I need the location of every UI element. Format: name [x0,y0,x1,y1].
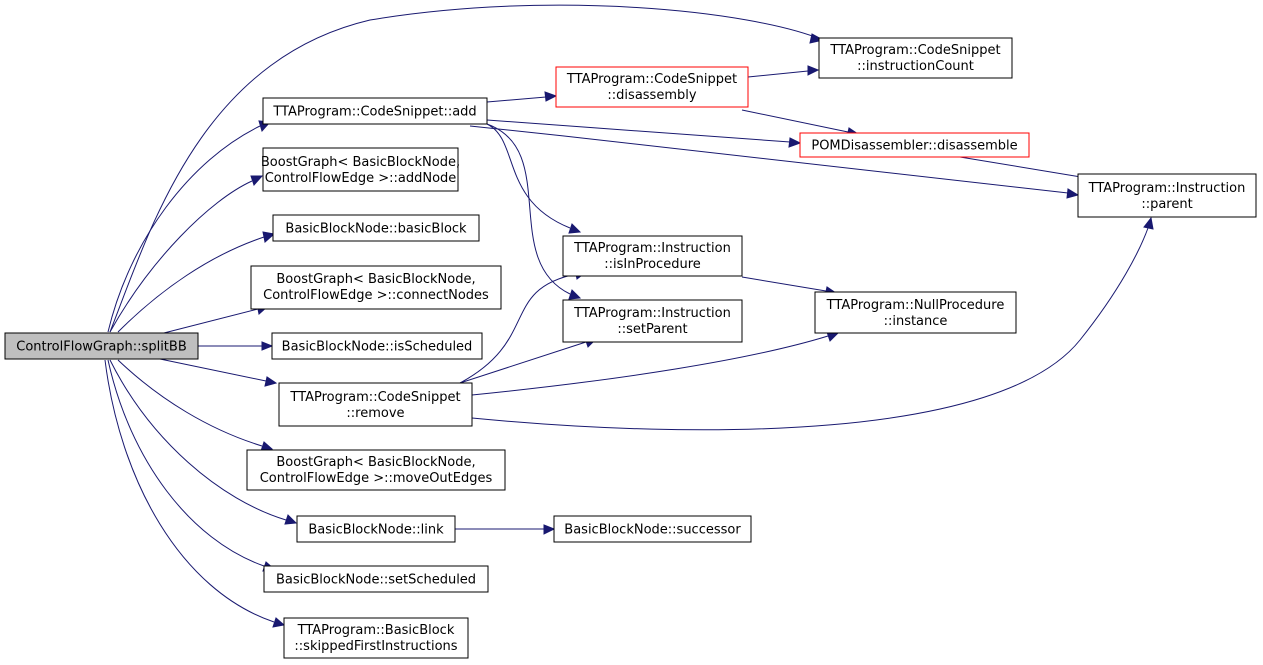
svg-text:TTAProgram::CodeSnippet::add: TTAProgram::CodeSnippet::add [272,105,476,120]
edge-splitbb-isscheduled [198,341,274,351]
svg-text:TTAProgram::BasicBlock::skippe: TTAProgram::BasicBlock::skippedFirstInst… [294,623,457,654]
node-isinprocedure[interactable]: TTAProgram::Instruction::isInProcedure [562,235,743,277]
node-instance[interactable]: TTAProgram::NullProcedure::instance [814,291,1017,334]
svg-text:TTAProgram::CodeSnippet::instr: TTAProgram::CodeSnippet::instructionCoun… [829,43,1000,74]
node-label-line-1: TTAProgram::Instruction [1088,181,1246,196]
edge-add-disassembly [486,91,558,103]
node-label: BasicBlockNode::isScheduled [282,340,473,355]
node-label: BasicBlockNode::basicBlock [285,222,467,237]
svg-text:TTAProgram::NullProcedure::ins: TTAProgram::NullProcedure::instance [826,298,1005,329]
edge-add-parent [469,125,1080,199]
svg-text:TTAProgram::Instruction::paren: TTAProgram::Instruction::parent [1088,181,1246,212]
node-label: BasicBlockNode::successor [564,523,741,538]
edge-splitbb-basicblock [117,231,276,333]
node-label-line-1: TTAProgram::BasicBlock [297,623,455,638]
node-label: BasicBlockNode::link [308,523,444,538]
svg-text:BasicBlockNode::basicBlock: BasicBlockNode::basicBlock [285,222,467,237]
node-label-line-2: ControlFlowEdge >::connectNodes [263,288,489,303]
node-label-line-2: ::skippedFirstInstructions [294,639,457,654]
edge-splitbb-skipped [104,359,286,628]
node-label-line-2: ::remove [346,406,404,421]
svg-text:BasicBlockNode::link: BasicBlockNode::link [308,523,444,538]
svg-text:BasicBlockNode::successor: BasicBlockNode::successor [564,523,741,538]
node-label-line-2: ControlFlowEdge >::addNode [265,171,457,186]
edge-remove-instance [471,331,840,396]
edge-splitbb-remove [159,358,278,387]
edge-remove-parent [471,216,1154,431]
node-remove[interactable]: TTAProgram::CodeSnippet::remove [278,382,473,427]
node-successor[interactable]: BasicBlockNode::successor [553,515,752,543]
edge-add-setparent [486,123,582,300]
node-label-line-1: TTAProgram::CodeSnippet [566,72,737,87]
svg-text:BoostGraph< BasicBlockNode,Con: BoostGraph< BasicBlockNode,ControlFlowEd… [263,272,489,303]
node-parent[interactable]: TTAProgram::Instruction::parent [1077,173,1257,218]
node-label: BasicBlockNode::setScheduled [276,573,476,588]
edge-link-successor [455,524,556,535]
svg-text:BasicBlockNode::setScheduled: BasicBlockNode::setScheduled [276,573,476,588]
node-disassembly[interactable]: TTAProgram::CodeSnippet::disassembly [555,66,749,108]
node-label-line-1: TTAProgram::Instruction [573,241,731,256]
svg-text:POMDisassembler::disassemble: POMDisassembler::disassemble [811,139,1017,154]
node-instructioncount[interactable]: TTAProgram::CodeSnippet::instructionCoun… [818,37,1013,79]
svg-text:BoostGraph< BasicBlockNode,Con: BoostGraph< BasicBlockNode,ControlFlowEd… [260,455,493,486]
node-isscheduled[interactable]: BasicBlockNode::isScheduled [271,332,483,360]
node-label-line-1: TTAProgram::CodeSnippet [829,43,1000,58]
node-skippedfirstinstructions[interactable]: TTAProgram::BasicBlock::skippedFirstInst… [283,617,469,659]
svg-text:ControlFlowGraph::splitBB: ControlFlowGraph::splitBB [16,340,187,355]
svg-text:TTAProgram::Instruction::isInP: TTAProgram::Instruction::isInProcedure [573,241,731,272]
node-label-line-2: ::instance [884,314,948,329]
node-label: TTAProgram::CodeSnippet::add [272,105,476,120]
node-label-line-2: ::setParent [617,322,687,337]
node-label-line-1: BoostGraph< BasicBlockNode, [276,455,475,470]
node-layer: ControlFlowGraph::splitBB TTAProgram::Co… [4,37,1257,659]
edge-add-disassemble [486,119,802,148]
node-label-line-1: BoostGraph< BasicBlockNode, [276,272,475,287]
node-label-line-2: ::parent [1141,197,1192,212]
node-link[interactable]: BasicBlockNode::link [296,515,456,543]
node-label-line-1: TTAProgram::Instruction [573,306,731,321]
node-label-line-1: TTAProgram::NullProcedure [826,298,1005,313]
svg-text:TTAProgram::Instruction::setPa: TTAProgram::Instruction::setParent [573,306,731,337]
edge-splitbb-link [109,359,298,525]
node-label-line-1: BoostGraph< BasicBlockNode, [261,155,460,170]
svg-text:TTAProgram::CodeSnippet::disas: TTAProgram::CodeSnippet::disassembly [566,72,737,103]
svg-text:BoostGraph< BasicBlockNode,Con: BoostGraph< BasicBlockNode,ControlFlowEd… [261,155,460,186]
node-label-line-2: ControlFlowEdge >::moveOutEdges [260,471,493,486]
edge-disassembly-instructioncount [747,65,820,78]
edge-add-isinprocedure [486,123,582,234]
node-basicblock[interactable]: BasicBlockNode::basicBlock [272,214,480,242]
edge-splitbb-addnode [109,175,264,333]
svg-text:BasicBlockNode::isScheduled: BasicBlockNode::isScheduled [282,340,473,355]
node-disassemble[interactable]: POMDisassembler::disassemble [799,132,1030,158]
node-add[interactable]: TTAProgram::CodeSnippet::add [262,97,488,125]
node-setparent[interactable]: TTAProgram::Instruction::setParent [562,299,743,343]
node-addnode[interactable]: BoostGraph< BasicBlockNode,ControlFlowEd… [261,147,460,192]
node-splitbb[interactable]: ControlFlowGraph::splitBB [4,332,199,360]
node-moveoutedges[interactable]: BoostGraph< BasicBlockNode,ControlFlowEd… [246,449,506,491]
node-connectnodes[interactable]: BoostGraph< BasicBlockNode,ControlFlowEd… [250,265,502,310]
node-setscheduled[interactable]: BasicBlockNode::setScheduled [263,565,489,593]
node-label-line-2: ::disassembly [607,88,696,103]
node-label-line-1: TTAProgram::CodeSnippet [289,390,460,405]
svg-text:TTAProgram::CodeSnippet::remov: TTAProgram::CodeSnippet::remove [289,390,460,421]
node-label-line-2: ::isInProcedure [604,257,701,272]
node-label: POMDisassembler::disassemble [811,139,1017,154]
node-label-line-2: ::instructionCount [857,59,974,74]
node-label: ControlFlowGraph::splitBB [16,340,187,355]
